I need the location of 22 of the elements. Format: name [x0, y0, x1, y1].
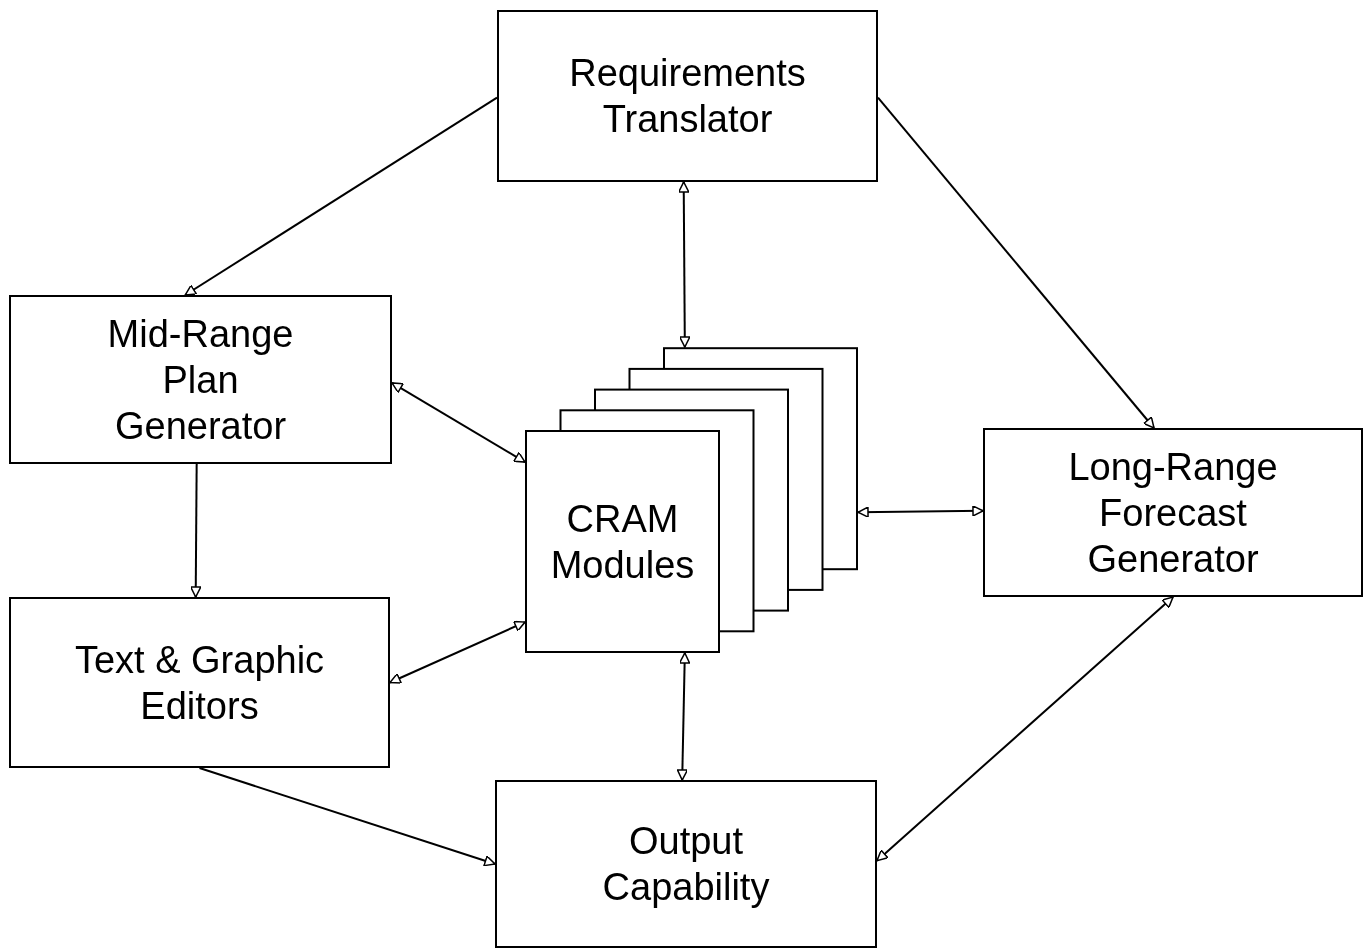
process-box — [495, 780, 877, 948]
node-label: Output Capability — [601, 819, 771, 910]
node-label: Mid-Range Plan Generator — [106, 311, 295, 449]
arrow — [857, 505, 984, 518]
arrow — [391, 381, 526, 464]
node-label: Text & Graphic Editors — [73, 637, 326, 729]
arrow — [877, 96, 1155, 429]
stacked-module-pages — [525, 347, 858, 653]
process-box — [9, 295, 392, 464]
process-box — [497, 10, 878, 182]
arrow — [389, 620, 526, 684]
arrow — [678, 181, 691, 348]
arrow — [198, 767, 496, 867]
arrow — [190, 463, 202, 598]
process-box — [9, 597, 390, 768]
arrow — [676, 652, 691, 781]
process-box — [983, 428, 1363, 597]
node-label: CRAM Modules — [549, 496, 696, 588]
node-label: Requirements Translator — [568, 51, 807, 142]
node-label: Long-Range Forecast Generator — [1067, 444, 1279, 582]
arrow — [184, 96, 498, 296]
arrow — [876, 596, 1174, 862]
